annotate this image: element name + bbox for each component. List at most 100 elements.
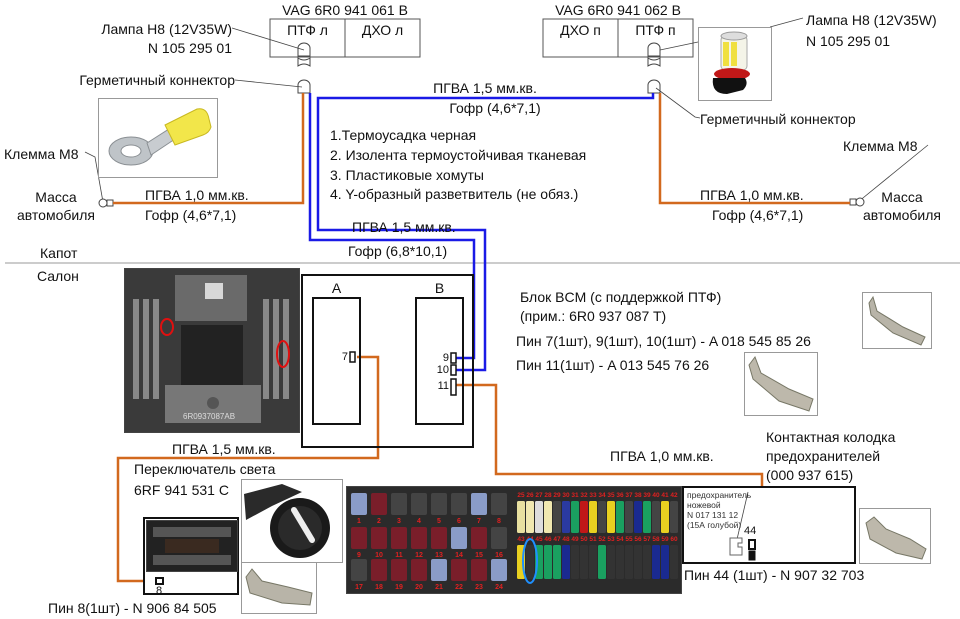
fuse-2 <box>371 493 387 515</box>
fuse-18 <box>371 559 387 581</box>
fuse-33 <box>589 501 597 533</box>
fuse-7 <box>471 493 487 515</box>
fuse-56 <box>634 545 642 579</box>
fuse-block-title-2: предохранителей <box>766 448 881 464</box>
terminal-a013-photo <box>744 352 818 416</box>
right-ground-label-2: автомобиля <box>863 207 941 223</box>
fuse-50 <box>580 545 588 579</box>
left-lamp-socket-icon <box>297 42 311 67</box>
left-cell-drl: ДХО л <box>361 22 404 38</box>
fuse-block-title-3: (000 937 615) <box>766 467 854 483</box>
fuse-49 <box>571 545 579 579</box>
fuse-36 <box>616 501 624 533</box>
fuse-block-pin-info: Пин 44 (1шт) - N 907 32 703 <box>684 567 865 583</box>
fuse-number-label: 21 <box>435 584 443 591</box>
fuse-42 <box>670 501 678 533</box>
fuse-number-label: 6 <box>457 518 461 525</box>
fuse-number-label: 13 <box>435 552 443 559</box>
fuse-number-label: 3 <box>397 518 401 525</box>
left-connector-label: Герметичный коннектор <box>79 72 235 88</box>
fuse-47 <box>553 545 561 579</box>
pin-7-label: 7 <box>341 351 348 363</box>
fuse-35 <box>607 501 615 533</box>
left-sealed-connector-icon <box>297 79 311 94</box>
fuse-3 <box>391 493 407 515</box>
switch-pin-8-label: 8 <box>155 585 163 597</box>
left-terminal-label: Клемма M8 <box>4 146 79 162</box>
fuse-number-label: 33 <box>589 492 597 499</box>
fuse-20 <box>411 559 427 581</box>
fuse-number-label: 42 <box>670 492 678 499</box>
fuse-23 <box>471 559 487 581</box>
right-ground-terminal-icon <box>849 197 865 207</box>
fuse-number-label: 27 <box>535 492 543 499</box>
fuse-terminal-photo <box>859 508 931 564</box>
left-headlight-part-number: VAG 6R0 941 061 B <box>282 2 408 18</box>
fuse-number-label: 25 <box>517 492 525 499</box>
fuse-59 <box>661 545 669 579</box>
fuse-44 <box>526 545 534 579</box>
fuse-number-label: 1 <box>357 518 361 525</box>
fuse-5 <box>431 493 447 515</box>
fuse-55 <box>625 545 633 579</box>
fuse-wire-label: ПГВА 1,0 мм.кв. <box>610 448 714 464</box>
fuse-number-label: 24 <box>495 584 503 591</box>
pin-9-label: 9 <box>442 352 449 364</box>
pin-10-label: 10 <box>436 364 449 376</box>
right-fog-wire <box>316 93 655 372</box>
fuse-27 <box>535 501 543 533</box>
left-ground-label-1: Масса <box>35 189 77 205</box>
fuse-14 <box>451 527 467 549</box>
fuse-holder-outline <box>682 486 856 564</box>
fuse-17 <box>351 559 367 581</box>
fuse-number-label: 28 <box>544 492 552 499</box>
fuse-note-2: ножевой <box>687 500 721 510</box>
fuse-58 <box>652 545 660 579</box>
fuse-number-label: 29 <box>553 492 561 499</box>
bcm-connector-b-label: B <box>434 280 445 296</box>
fuse-48 <box>562 545 570 579</box>
left-headlight-box <box>269 18 421 58</box>
fuse-number-label: 9 <box>357 552 361 559</box>
fuse-34 <box>598 501 606 533</box>
switch-terminal-photo <box>241 562 317 614</box>
bcm-pins-a-info: Пин 7(1шт), 9(1шт), 10(1шт) - A 018 545 … <box>516 333 811 349</box>
fuse-29 <box>553 501 561 533</box>
material-item: 2. Изолента термоустойчивая тканевая <box>330 147 587 163</box>
trunk-conduit-label: Гофр (6,8*10,1) <box>348 243 448 259</box>
fuse-41 <box>661 501 669 533</box>
light-switch-part: 6RF 941 531 C <box>134 482 229 498</box>
pin-11 <box>450 378 457 396</box>
fuse-39 <box>643 501 651 533</box>
bcm-pins-b-info: Пин 11(1шт) - A 013 545 76 26 <box>516 357 710 373</box>
fuse-6 <box>451 493 467 515</box>
fuse-52 <box>598 545 606 579</box>
fuse-10 <box>371 527 387 549</box>
fuse-15 <box>471 527 487 549</box>
fuse-13 <box>431 527 447 549</box>
bcm-photo-label: 6R0937087AB <box>183 412 235 421</box>
fuse-number-label: 5 <box>437 518 441 525</box>
fuse-number-label: 19 <box>395 584 403 591</box>
bcm-connector-photo: 6R0937087AB <box>124 268 300 433</box>
fuse-number-label: 48 <box>562 536 570 543</box>
terminal-a018-photo <box>862 292 932 349</box>
fuse-number-label: 43 <box>517 536 525 543</box>
switch-wire-label: ПГВА 1,5 мм.кв. <box>172 441 276 457</box>
fuse-21 <box>431 559 447 581</box>
bcm-note: (прим.: 6R0 937 087 T) <box>520 308 667 324</box>
light-switch-photo <box>241 479 343 563</box>
fuse-number-label: 46 <box>544 536 552 543</box>
bcm-block-outline <box>301 274 474 448</box>
fuse-number-label: 12 <box>415 552 423 559</box>
trunk-wire-label: ПГВА 1,5 мм.кв. <box>352 219 456 235</box>
pin-10 <box>450 364 457 376</box>
fuse-number-label: 34 <box>598 492 606 499</box>
bcm-title: Блок BCM (с поддержкой ПТФ) <box>520 289 722 305</box>
left-lamp-label: Лампа H8 (12V35W) <box>101 21 232 37</box>
fuse-12 <box>411 527 427 549</box>
fuse-number-label: 39 <box>643 492 651 499</box>
bcm-pin7-switch-wire <box>116 355 380 583</box>
fuse-number-label: 53 <box>607 536 615 543</box>
